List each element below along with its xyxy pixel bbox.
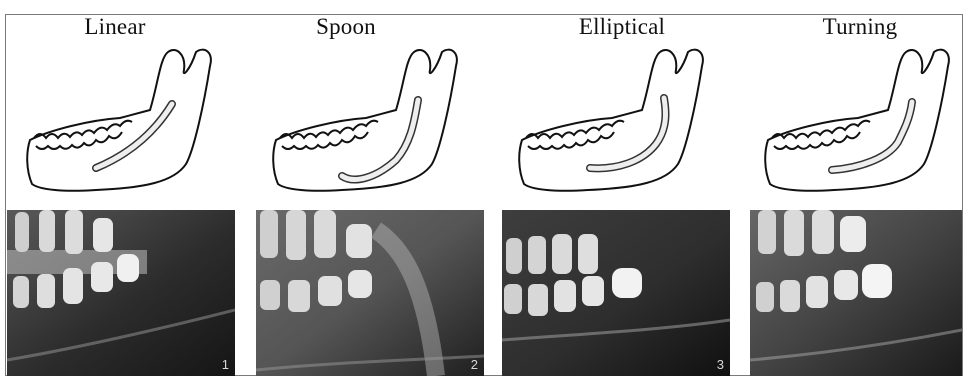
mandible-drawing-turning — [738, 44, 967, 204]
panel-linear: Linear 1 — [0, 0, 240, 379]
mandible-drawing-spoon — [246, 44, 486, 204]
panel-label-spoon: Spoon — [226, 14, 466, 40]
panel-number: 3 — [717, 357, 724, 372]
panel-label-elliptical: Elliptical — [502, 14, 742, 40]
xray-elliptical: 3 — [502, 210, 730, 376]
xray-spoon: 2 — [256, 210, 484, 376]
mandible-drawing-elliptical — [492, 44, 732, 204]
panel-label-linear: Linear — [0, 14, 235, 40]
panel-elliptical: Elliptical 3 — [492, 0, 732, 379]
panel-number: 1 — [222, 357, 229, 372]
xray-turning — [750, 210, 967, 376]
panel-turning: Turning — [738, 0, 967, 379]
panel-spoon: Spoon 2 — [246, 0, 486, 379]
panel-number: 2 — [471, 357, 478, 372]
xray-linear: 1 — [7, 210, 235, 376]
mandible-drawing-linear — [0, 44, 240, 204]
panel-label-turning: Turning — [740, 14, 967, 40]
